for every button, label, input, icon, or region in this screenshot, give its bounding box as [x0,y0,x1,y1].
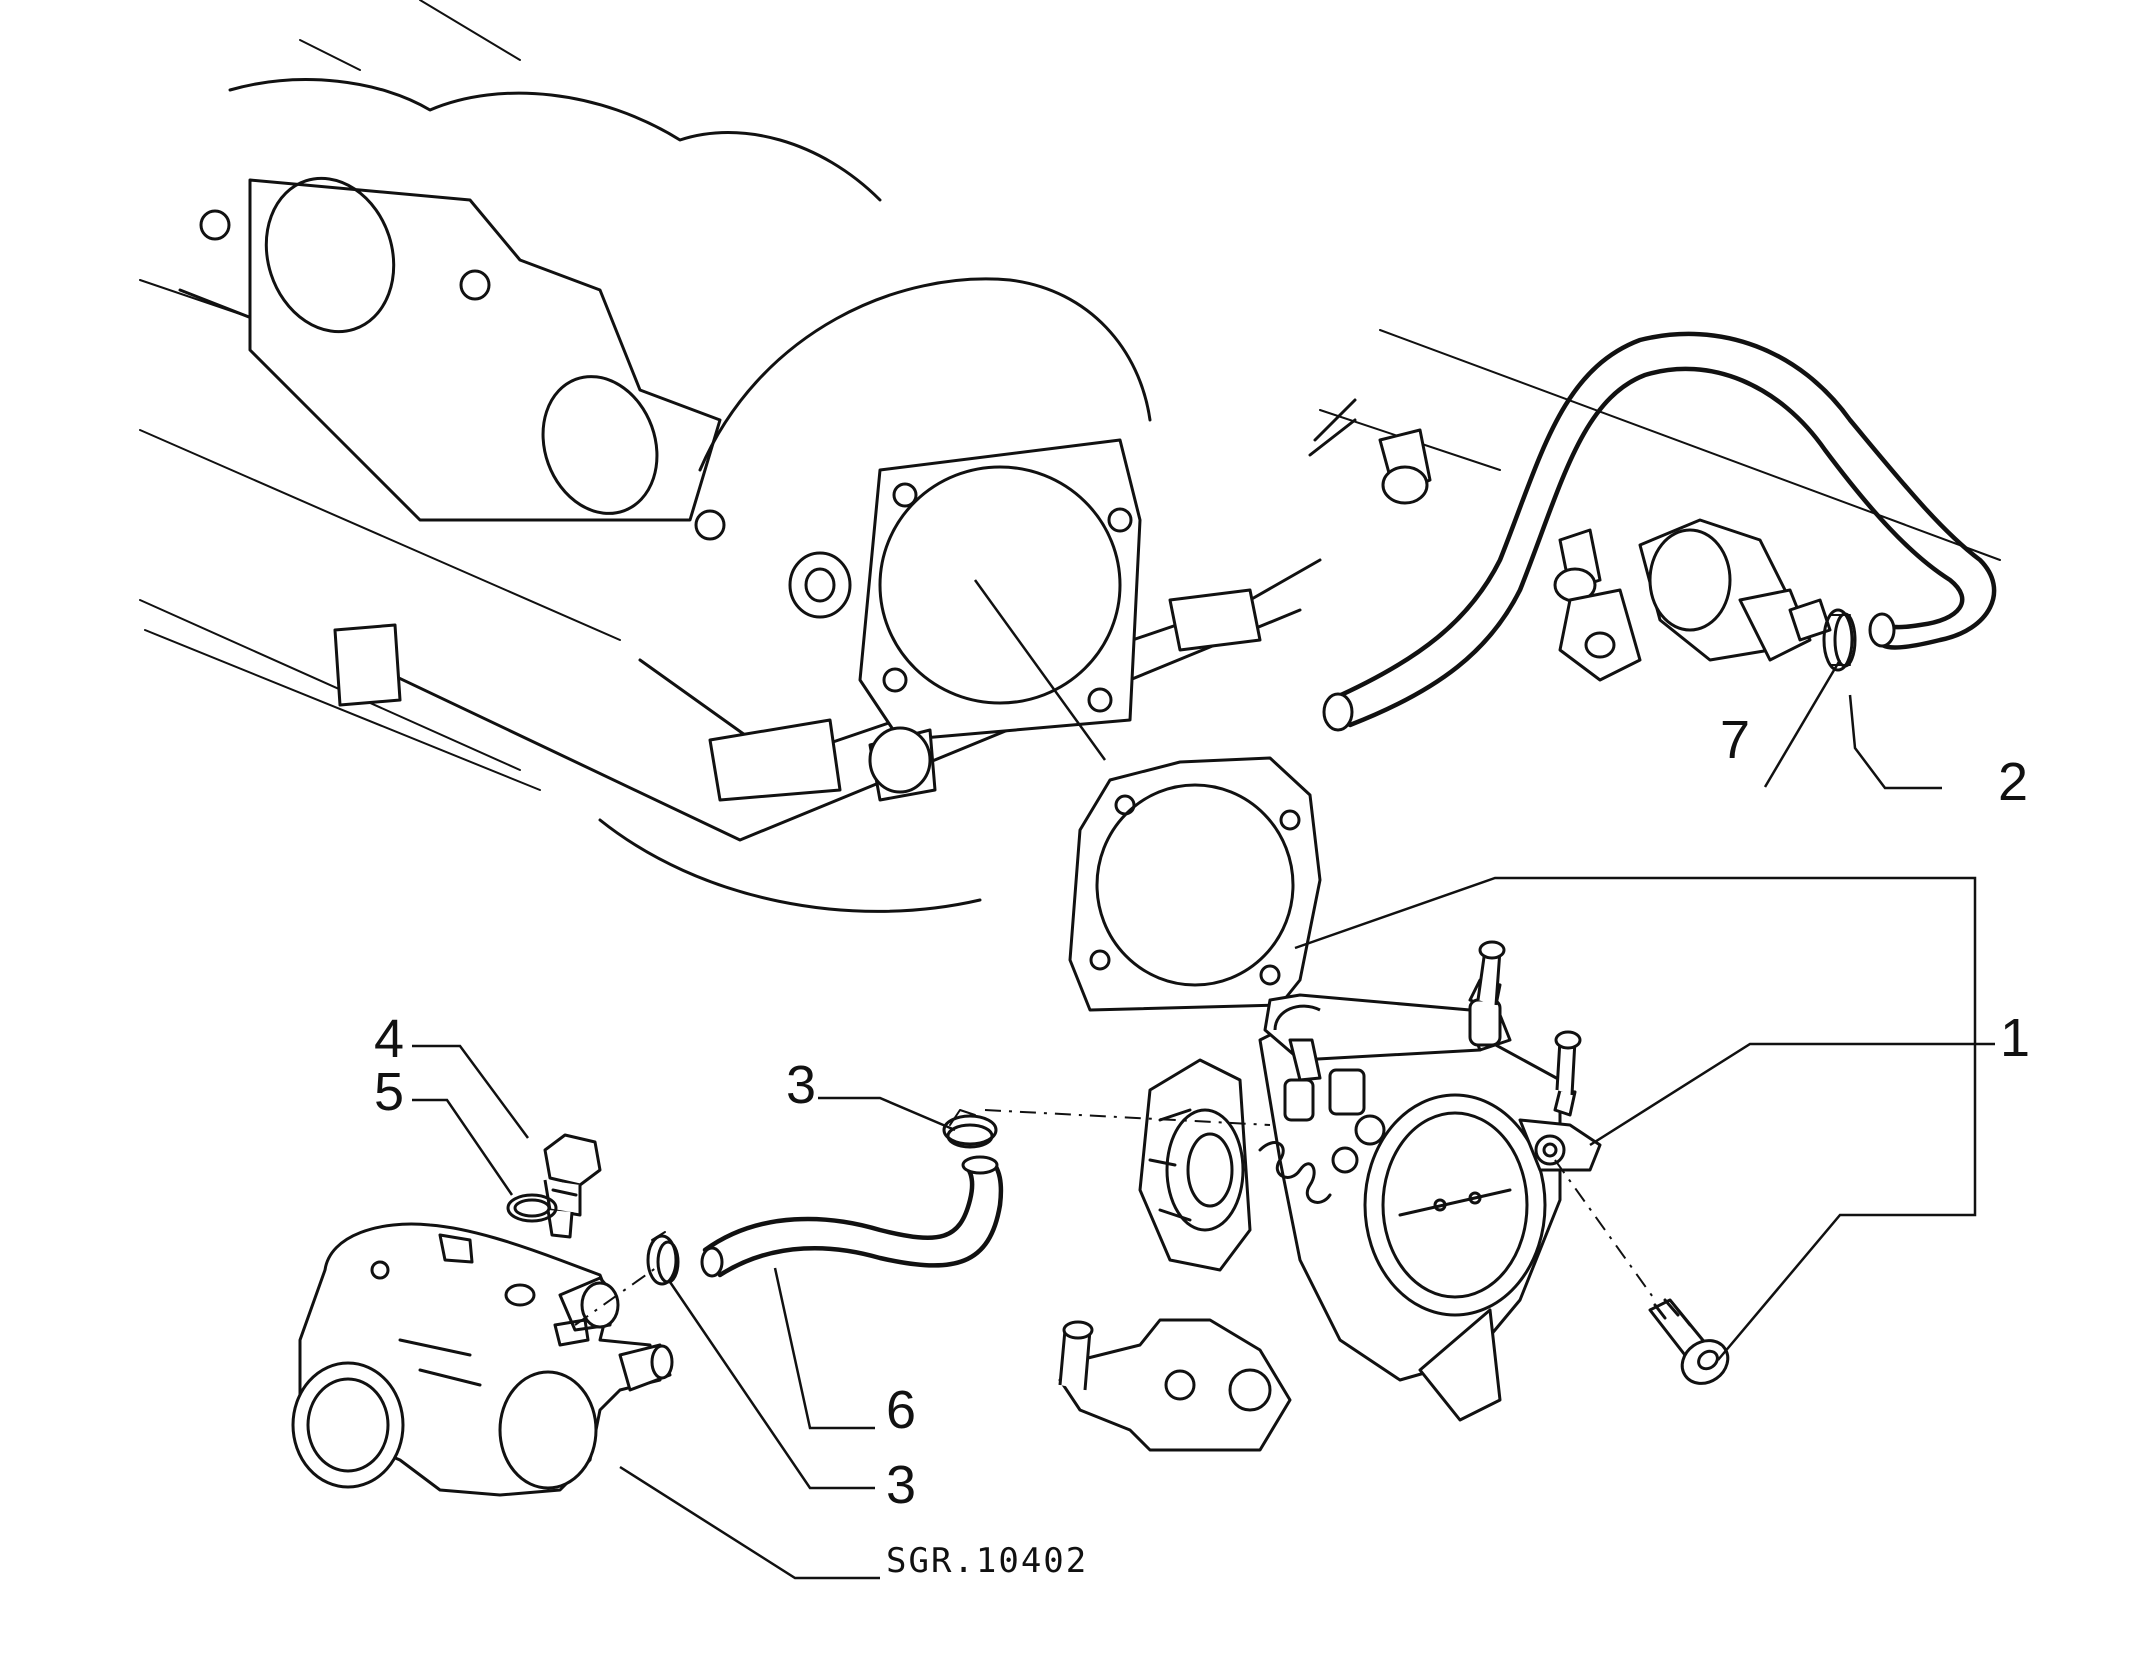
sensor-o-ring [506,1193,558,1223]
callout-5: 5 [374,1062,404,1122]
throttle-body-bolt [1648,1298,1730,1385]
callout-3-bottom: 3 [886,1455,916,1515]
hose-clamp-3-top [942,1109,998,1149]
hose-clamp-3-bottom [646,1231,680,1286]
callout-3-top: 3 [786,1055,816,1115]
hose-clamp-7 [1822,608,1857,672]
coolant-hose-6 [700,1155,1004,1278]
intake-manifold [139,0,1322,913]
fuel-pressure-regulator [1558,518,1832,682]
callout-4: 4 [374,1009,404,1069]
thermostat-housing [291,1222,674,1497]
drawing-reference: SGR.10402 [886,1541,1088,1581]
fuel-rail-fragment [1308,329,2001,603]
throttle-body [1058,940,1602,1452]
callout-7: 7 [1720,710,1750,770]
callout-1: 1 [2000,1008,2030,1068]
callout-labels: 1 2 3 3 4 5 6 7 SGR.10402 [374,710,2030,1581]
callout-6: 6 [886,1380,916,1440]
throttle-body-gasket [1068,756,1322,1012]
leader-lines [412,579,1995,1580]
callout-2: 2 [1998,752,2028,812]
fuel-hose [1322,331,1997,732]
assembly-axis-lines [574,1109,1656,1326]
temperature-sensor [543,1133,602,1239]
